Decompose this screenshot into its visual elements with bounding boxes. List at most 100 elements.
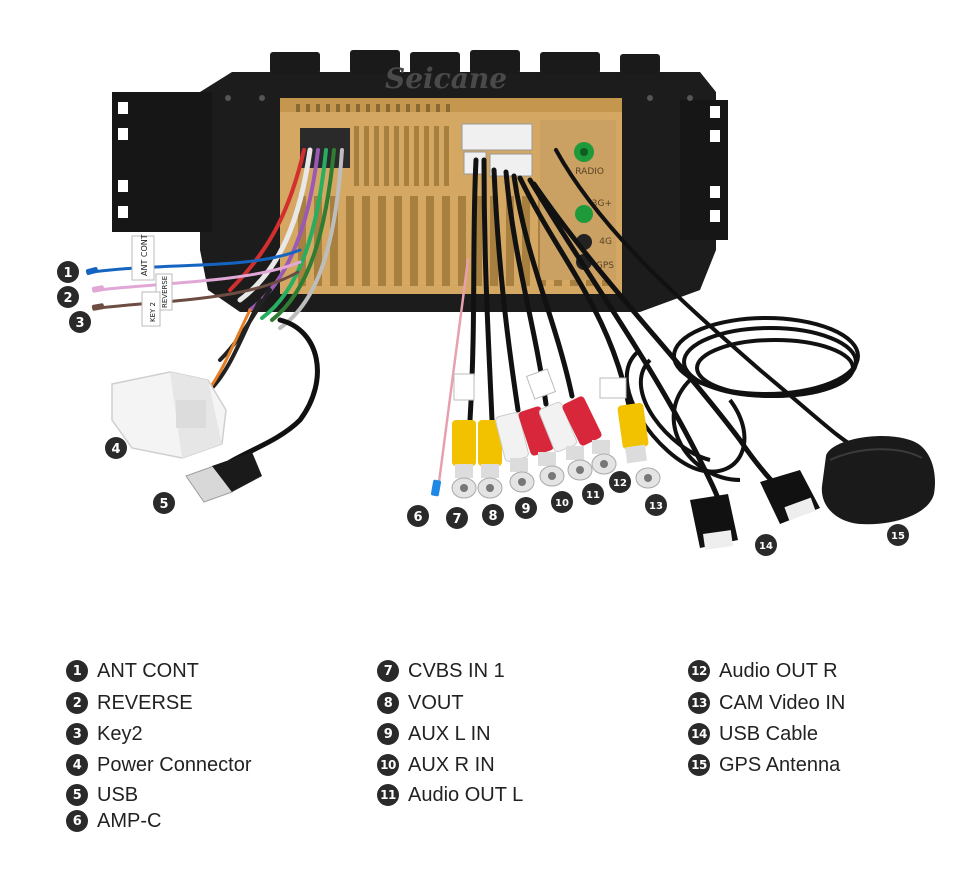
legend-item-cam-video-in: 13 CAM Video IN — [688, 690, 845, 716]
legend-item-key2: 3 Key2 — [66, 721, 143, 747]
legend-label: Audio OUT R — [719, 659, 838, 682]
callout-badge-3: 3 — [69, 311, 91, 333]
legend-label: REVERSE — [97, 691, 193, 714]
svg-text:8: 8 — [488, 509, 497, 524]
left-wire-harness — [90, 147, 344, 465]
svg-text:REVERSE: REVERSE — [161, 276, 169, 308]
svg-text:7: 7 — [452, 512, 461, 527]
gps-antenna-puck — [821, 435, 935, 525]
rca-vout — [477, 420, 503, 499]
wire-sticker-ant: ANT CONT — [131, 234, 155, 281]
svg-text:10: 10 — [555, 498, 569, 509]
legend-number: 1 — [66, 660, 88, 682]
legend-item-ant-cont: 1 ANT CONT — [66, 658, 199, 684]
legend-label: AUX R IN — [408, 753, 495, 776]
legend-number: 14 — [688, 723, 710, 745]
svg-text:1: 1 — [63, 266, 72, 281]
rca-cam-video-in — [599, 377, 661, 489]
svg-text:5: 5 — [159, 497, 168, 512]
legend-label: VOUT — [408, 691, 464, 714]
rca-audio-out-r — [562, 396, 617, 475]
legend-item-usb: 5 USB — [66, 782, 138, 808]
legend-label: Key2 — [97, 722, 143, 745]
legend-item-power-connector: 4 Power Connector — [66, 752, 252, 778]
callout-badge-13: 13 — [645, 494, 667, 516]
legend-number: 12 — [688, 660, 710, 682]
callout-badge-7: 7 — [446, 507, 468, 529]
legend-number: 15 — [688, 754, 710, 776]
svg-text:6: 6 — [413, 510, 422, 525]
legend-label: USB — [97, 783, 139, 806]
legend-label: Audio OUT L — [408, 783, 524, 806]
callout-badge-14: 14 — [755, 534, 777, 556]
wire-sticker-key: KEY 2 — [141, 291, 161, 327]
legend-number: 3 — [66, 723, 88, 745]
legend-number: 6 — [66, 810, 88, 832]
legend-item-audio-out-r: 12 Audio OUT R — [688, 658, 838, 684]
svg-text:11: 11 — [586, 490, 600, 501]
callout-badge-1: 1 — [57, 261, 79, 283]
svg-text:13: 13 — [649, 501, 663, 512]
callout-badge-12: 12 — [609, 471, 631, 493]
legend-item-cvbs-in-1: 7 CVBS IN 1 — [377, 658, 505, 684]
rca-aux-r-in — [518, 406, 565, 487]
port-label-radio: RADIO — [575, 167, 604, 177]
svg-text:15: 15 — [891, 531, 905, 542]
legend-number: 13 — [688, 692, 710, 714]
legend: 1 ANT CONT 2 REVERSE 3 Key2 4 Power Conn… — [0, 640, 980, 860]
usb-cable-end-1 — [690, 494, 738, 550]
legend-number: 11 — [377, 784, 399, 806]
legend-number: 8 — [377, 692, 399, 714]
legend-item-aux-r-in: 10 AUX R IN — [377, 752, 495, 778]
legend-item-audio-out-l: 11 Audio OUT L — [377, 782, 523, 808]
port-label-4g: 4G — [599, 237, 612, 247]
brand-watermark: Seicane — [385, 62, 507, 95]
rca-aux-l-in — [495, 412, 535, 493]
head-unit-rear-photo: Seicane RADIO 3G+ 4G GPS ANT CONT REVERS… — [57, 50, 935, 556]
usb-plug — [185, 452, 262, 503]
legend-item-aux-l-in: 9 AUX L IN — [377, 721, 491, 747]
callout-badge-11: 11 — [582, 483, 604, 505]
legend-number: 7 — [377, 660, 399, 682]
gps-cable-coil — [672, 316, 860, 398]
legend-item-amp-c: 6 AMP-C — [66, 808, 161, 834]
callout-badge-4: 4 — [105, 437, 127, 459]
legend-label: AMP-C — [97, 809, 162, 832]
legend-item-vout: 8 VOUT — [377, 690, 464, 716]
svg-text:3: 3 — [75, 316, 84, 331]
callout-badge-15: 15 — [887, 524, 909, 546]
legend-label: AUX L IN — [408, 722, 491, 745]
callout-badge-10: 10 — [551, 491, 573, 513]
rca-audio-out-l — [538, 401, 593, 481]
legend-label: Power Connector — [97, 753, 252, 776]
callout-badge-9: 9 — [515, 497, 537, 519]
legend-item-reverse: 2 REVERSE — [66, 690, 193, 716]
legend-label: ANT CONT — [97, 659, 199, 682]
legend-number: 2 — [66, 692, 88, 714]
callout-badge-5: 5 — [153, 492, 175, 514]
svg-text:2: 2 — [63, 291, 72, 306]
svg-text:4: 4 — [111, 442, 120, 457]
callout-badge-8: 8 — [482, 504, 504, 526]
port-label-3g: 3G+ — [592, 199, 612, 209]
port-label-gps: GPS — [596, 261, 614, 271]
rca-cvbs-in-1 — [451, 420, 477, 499]
legend-number: 10 — [377, 754, 399, 776]
svg-text:KEY 2: KEY 2 — [149, 302, 157, 322]
usb-cable-end-2 — [760, 470, 820, 524]
power-connector — [111, 371, 227, 459]
legend-item-usb-cable: 14 USB Cable — [688, 721, 818, 747]
legend-number: 5 — [66, 784, 88, 806]
svg-text:ANT CONT: ANT CONT — [140, 234, 149, 276]
svg-text:14: 14 — [759, 541, 773, 552]
legend-number: 4 — [66, 754, 88, 776]
svg-text:9: 9 — [521, 502, 530, 517]
usb-cable-coil — [624, 348, 747, 482]
legend-label: GPS Antenna — [719, 753, 841, 776]
legend-label: CVBS IN 1 — [408, 659, 505, 682]
svg-text:12: 12 — [613, 478, 627, 489]
callout-badge-2: 2 — [57, 286, 79, 308]
legend-number: 9 — [377, 723, 399, 745]
legend-item-gps-antenna: 15 GPS Antenna — [688, 752, 840, 778]
legend-label: CAM Video IN — [719, 691, 846, 714]
